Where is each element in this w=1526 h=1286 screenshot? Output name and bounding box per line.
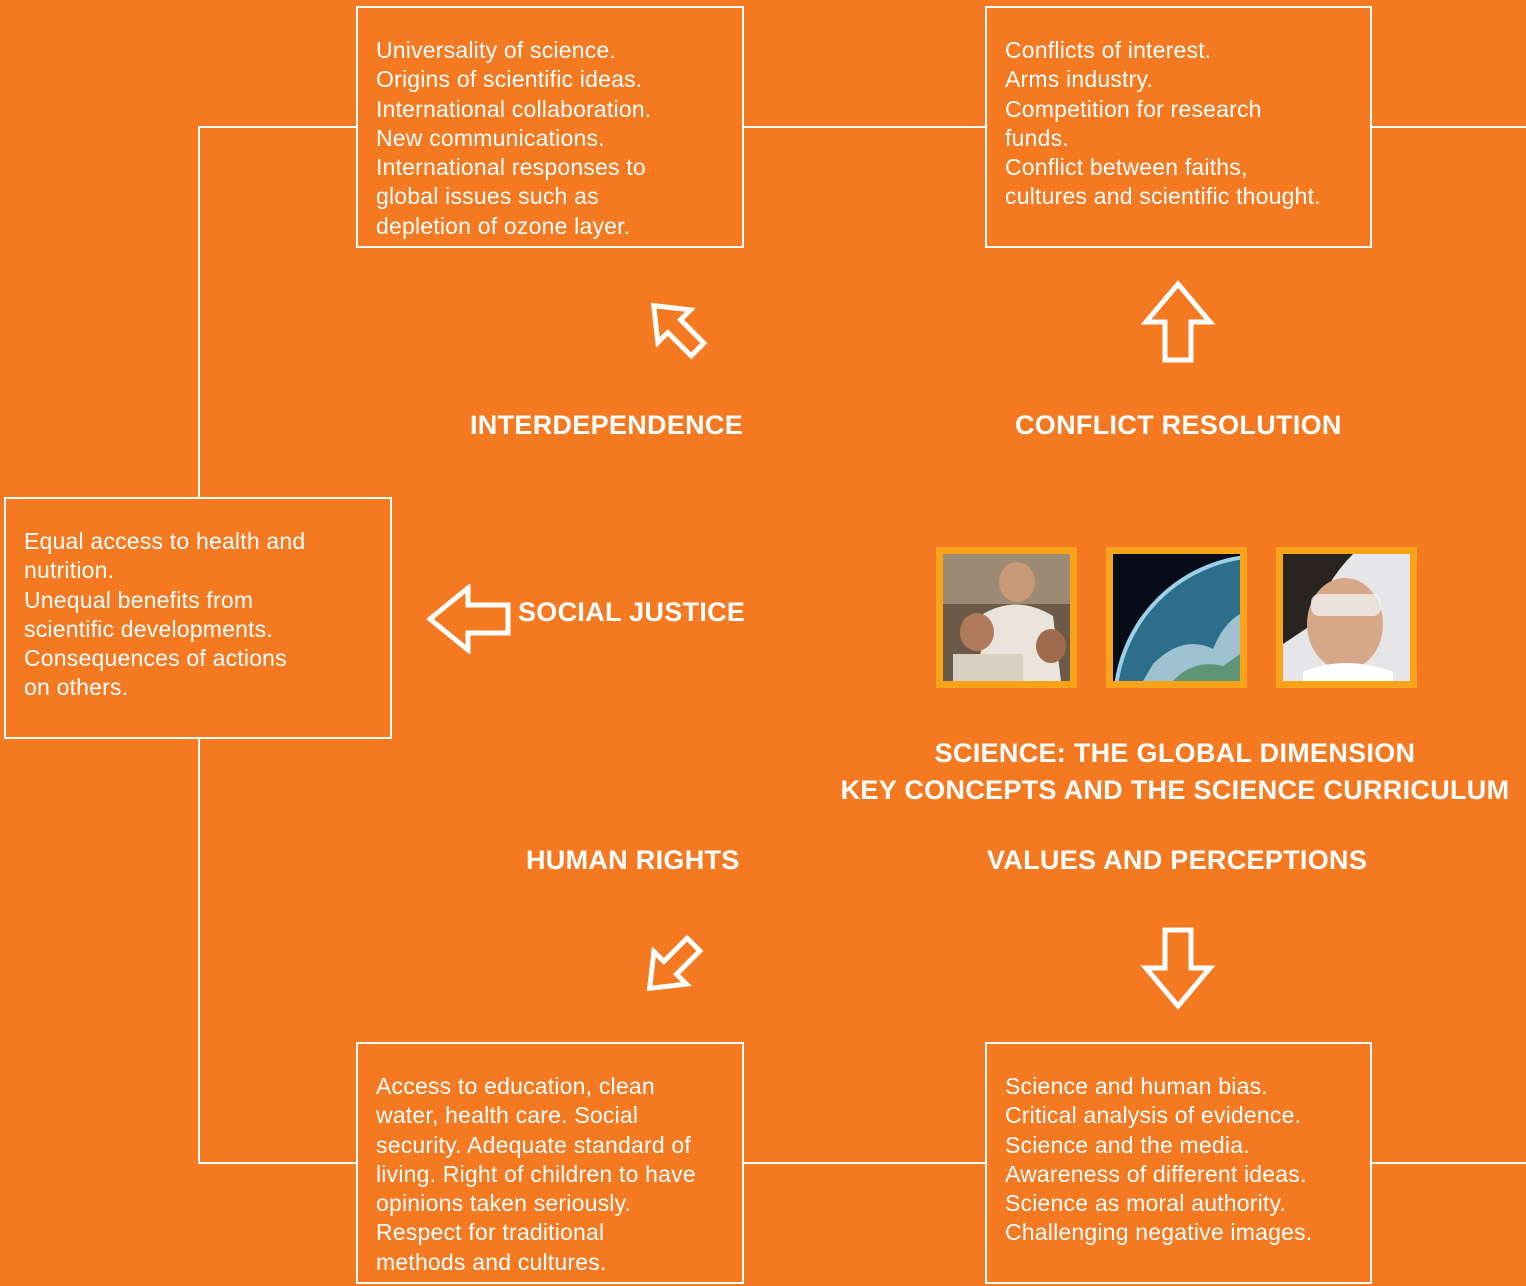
connector-line (1370, 1162, 1526, 1164)
connector-line (198, 737, 200, 1164)
values-perceptions-text: Science and human bias. Critical analysi… (1005, 1073, 1313, 1246)
title-line-2: KEY CONCEPTS AND THE SCIENCE CURRICULUM (840, 775, 1510, 805)
conflict-resolution-text: Conflicts of interest. Arms industry. Co… (1005, 37, 1321, 210)
connector-line (198, 1162, 358, 1164)
social-justice-heading: SOCIAL JUSTICE (518, 597, 746, 627)
social-justice-box: Equal access to health and nutrition. Un… (4, 497, 392, 739)
interdependence-heading: INTERDEPENDENCE (470, 410, 744, 440)
arrow-down-icon (1140, 927, 1216, 1010)
scientist-photo (1276, 547, 1417, 688)
conflict-resolution-box: Conflicts of interest. Arms industry. Co… (985, 6, 1372, 248)
arrow-up-left-icon (650, 302, 708, 360)
connector-line (742, 126, 986, 128)
human-rights-box: Access to education, clean water, health… (356, 1042, 744, 1284)
connector-line (742, 1162, 986, 1164)
arrow-down-left-icon (646, 934, 704, 992)
earth-photo (1106, 547, 1247, 688)
interdependence-box: Universality of science. Origins of scie… (356, 6, 744, 248)
arrow-left-icon (426, 584, 511, 654)
human-rights-text: Access to education, clean water, health… (376, 1073, 696, 1275)
arrow-up-icon (1140, 280, 1216, 363)
values-perceptions-box: Science and human bias. Critical analysi… (985, 1042, 1372, 1284)
diagram-title: SCIENCE: THE GLOBAL DIMENSION KEY CONCEP… (820, 735, 1526, 809)
connector-line (1370, 126, 1526, 128)
connector-line (198, 126, 200, 498)
social-justice-text: Equal access to health and nutrition. Un… (24, 528, 306, 701)
connector-line (198, 126, 358, 128)
students-lab-photo (936, 547, 1077, 688)
human-rights-heading: HUMAN RIGHTS (526, 845, 740, 875)
values-perceptions-heading: VALUES AND PERCEPTIONS (987, 845, 1368, 875)
title-line-1: SCIENCE: THE GLOBAL DIMENSION (934, 738, 1416, 768)
conflict-resolution-heading: CONFLICT RESOLUTION (1015, 410, 1342, 440)
interdependence-text: Universality of science. Origins of scie… (376, 37, 652, 239)
